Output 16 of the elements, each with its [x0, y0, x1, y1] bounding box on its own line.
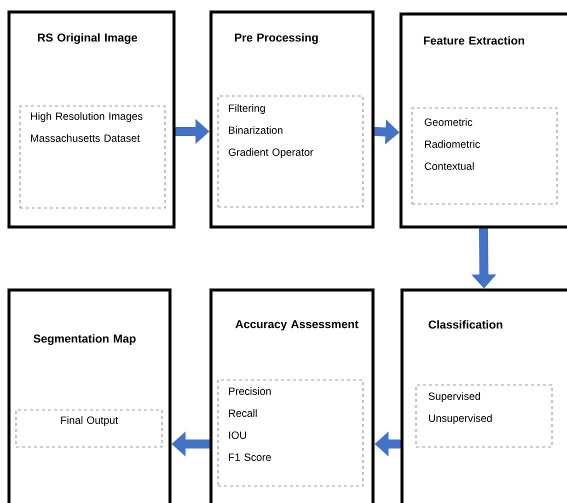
item-list: High Resolution Images Massachusetts Dataset [31, 112, 142, 142]
dashed-box [16, 410, 162, 448]
item-list: Geometric Radiometric Contextual [424, 118, 480, 170]
node-label: F1 Score [229, 453, 271, 461]
item-list: Filtering Binarization Gradient Operator [228, 104, 314, 158]
dashed-box [412, 108, 558, 204]
dashed-box [218, 96, 364, 208]
dashed-box [218, 380, 364, 486]
item-list: Precision Recall IOU F1 Score [229, 387, 271, 461]
dashed-box [416, 384, 552, 448]
item-list: Supervised Unsupervised [428, 392, 492, 424]
dashed-box [20, 106, 166, 208]
node-label: Recall [229, 409, 257, 417]
item-list: Final Output [61, 416, 118, 426]
node-label: Precision [229, 387, 271, 395]
node-label: IOU [229, 431, 246, 439]
